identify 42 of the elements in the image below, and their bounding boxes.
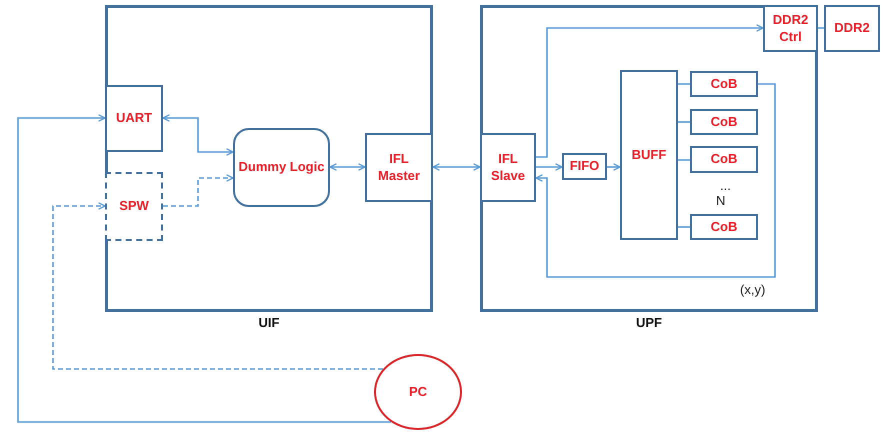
connector-arrow: [163, 174, 234, 207]
block-box: [620, 70, 678, 240]
annotation-text: (x,y): [740, 282, 766, 297]
block-label: CoB: [710, 218, 738, 236]
block-box: [562, 153, 607, 180]
connector-arrow: [162, 114, 234, 156]
block-label: FIFO: [570, 158, 600, 175]
connector-arrow: [536, 24, 764, 158]
connector-arrow: [535, 83, 776, 278]
connector-arrow: [607, 163, 621, 171]
connector-arrow: [52, 202, 383, 370]
annotation-text: ...: [720, 178, 731, 193]
block-box: [105, 85, 163, 152]
annotation-text: N: [716, 193, 726, 208]
block-label: IFL Slave: [490, 151, 526, 184]
block-box: [690, 214, 758, 240]
block-box: [690, 109, 758, 135]
block-box: [365, 133, 433, 202]
block-label: PC: [408, 384, 428, 400]
block-box: [690, 71, 758, 97]
block-label: DDR2 Ctrl: [772, 12, 810, 45]
block-label: DDR2: [834, 20, 870, 37]
block-box: [824, 5, 880, 52]
module-title: UIF: [258, 315, 280, 330]
connector-arrow: [17, 114, 391, 423]
connector-arrow: [329, 163, 366, 171]
block-label: UART: [116, 110, 152, 127]
block-label: CoB: [710, 114, 738, 130]
connector-arrow: [432, 163, 481, 171]
block-label: IFL Master: [377, 151, 421, 184]
block-label: Dummy Logic: [238, 159, 324, 176]
connector-arrow: [536, 163, 563, 171]
block-box: [763, 5, 818, 52]
block-label: CoB: [710, 76, 738, 92]
module-title: UPF: [635, 315, 663, 330]
block-box: [690, 146, 758, 173]
block-label: BUFF: [632, 146, 666, 164]
block-label: CoB: [710, 151, 738, 168]
logic-box: [233, 128, 330, 207]
block-box: [480, 133, 536, 202]
block-box: [105, 172, 163, 241]
block-label: SPW: [119, 198, 149, 215]
